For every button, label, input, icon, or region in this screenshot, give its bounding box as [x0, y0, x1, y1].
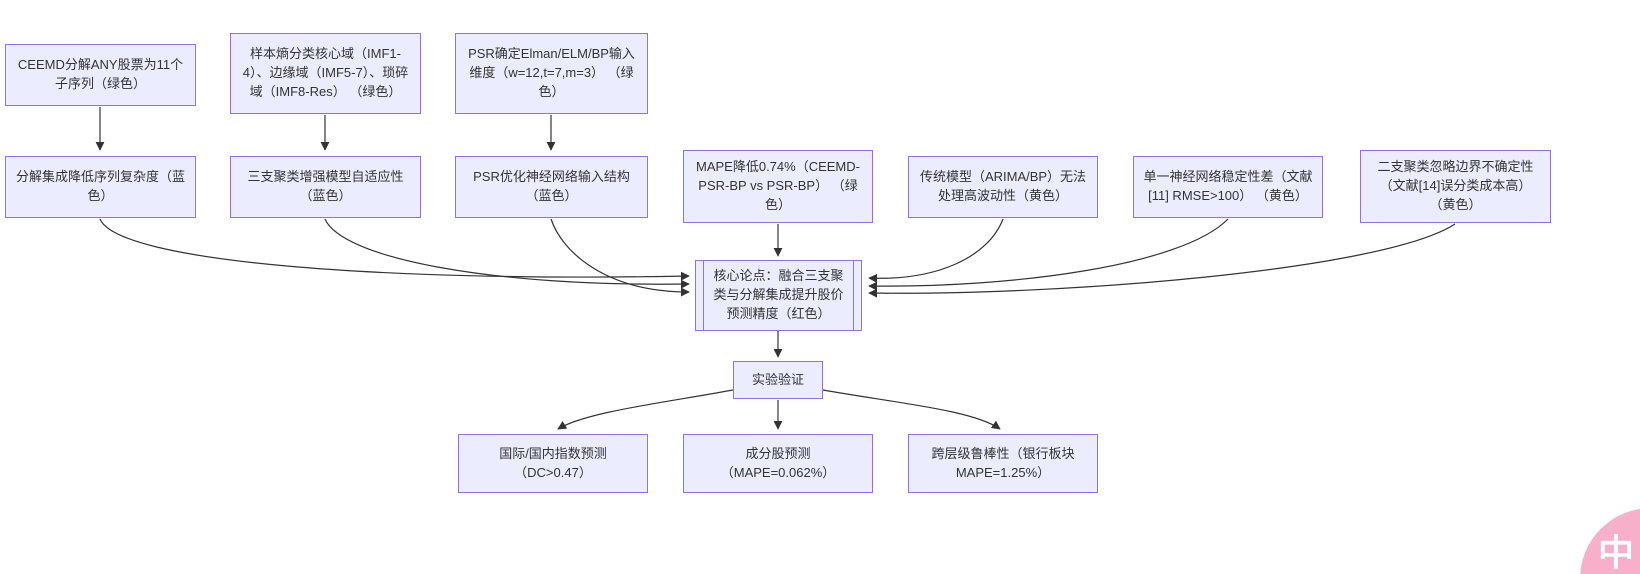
node-ceemd-decompose: CEEMD分解ANY股票为11个子序列（绿色）	[5, 44, 196, 106]
node-label: 实验验证	[751, 371, 804, 387]
node-sample-entropy: 样本熵分类核心域（IMF1-4）、边缘域（IMF5-7）、琐碎域（IMF8-Re…	[230, 33, 421, 114]
node-three-way-clustering: 三支聚类增强模型自适应性（蓝色）	[230, 156, 421, 218]
node-label: 核心论点：融合三支聚类与分解集成提升股价预测精度（红色）	[713, 268, 844, 321]
node-experiment-validation: 实验验证	[733, 361, 823, 399]
translate-icon-label[interactable]: 中A	[1598, 532, 1634, 573]
node-label: PSR确定Elman/ELM/BP输入维度（w=12,t=7,m=3） （绿色）	[468, 46, 635, 99]
node-label: 样本熵分类核心域（IMF1-4）、边缘域（IMF5-7）、琐碎域（IMF8-Re…	[242, 46, 409, 99]
node-label: 单一神经网络稳定性差（文献[11] RMSE>100） （黄色）	[1143, 169, 1313, 203]
edge-n10-core	[868, 223, 1456, 298]
edge-n8-core	[868, 218, 1004, 283]
edge-n6-core	[550, 218, 690, 297]
node-label: 二支聚类忽略边界不确定性（文献[14]误分类成本高）（黄色）	[1377, 159, 1534, 212]
edge-exp-r3	[822, 389, 1001, 430]
node-core-thesis: 核心论点：融合三支聚类与分解集成提升股价预测精度（红色）	[695, 260, 862, 331]
edge-n4-core	[99, 218, 690, 281]
node-single-network-instability: 单一神经网络稳定性差（文献[11] RMSE>100） （黄色）	[1133, 156, 1323, 218]
node-two-way-clustering-limit: 二支聚类忽略边界不确定性（文献[14]误分类成本高）（黄色）	[1360, 150, 1551, 223]
edge-n9-core	[868, 218, 1229, 291]
node-label: MAPE降低0.74%（CEEMD-PSR-BP vs PSR-BP） （绿色）	[696, 159, 860, 212]
node-label: CEEMD分解ANY股票为11个子序列（绿色）	[17, 57, 184, 91]
node-cross-level-robustness: 跨层级鲁棒性（银行板块 MAPE=1.25%）	[908, 434, 1098, 493]
node-psr-optimize: PSR优化神经网络输入结构（蓝色）	[455, 156, 648, 218]
node-label: 分解集成降低序列复杂度（蓝色）	[15, 169, 185, 203]
node-label: 成分股预测（MAPE=0.062%）	[720, 445, 836, 480]
node-constituent-prediction: 成分股预测（MAPE=0.062%）	[683, 434, 873, 493]
node-index-prediction: 国际/国内指数预测（DC>0.47）	[458, 434, 648, 493]
node-label: 跨层级鲁棒性（银行板块 MAPE=1.25%）	[931, 445, 1075, 480]
node-traditional-models: 传统模型（ARIMA/BP）无法处理高波动性（黄色）	[908, 156, 1098, 218]
node-label: PSR优化神经网络输入结构（蓝色）	[473, 169, 630, 203]
node-psr-dimensions: PSR确定Elman/ELM/BP输入维度（w=12,t=7,m=3） （绿色）	[455, 33, 648, 114]
node-mape-reduction: MAPE降低0.74%（CEEMD-PSR-BP vs PSR-BP） （绿色）	[683, 150, 873, 223]
edge-n5-core	[324, 218, 690, 289]
node-label: 国际/国内指数预测（DC>0.47）	[499, 445, 607, 480]
edge-exp-r1	[557, 389, 734, 430]
node-decomposition-complexity: 分解集成降低序列复杂度（蓝色）	[5, 156, 196, 218]
node-label: 三支聚类增强模型自适应性（蓝色）	[247, 169, 404, 203]
node-label: 传统模型（ARIMA/BP）无法处理高波动性（黄色）	[919, 169, 1087, 203]
